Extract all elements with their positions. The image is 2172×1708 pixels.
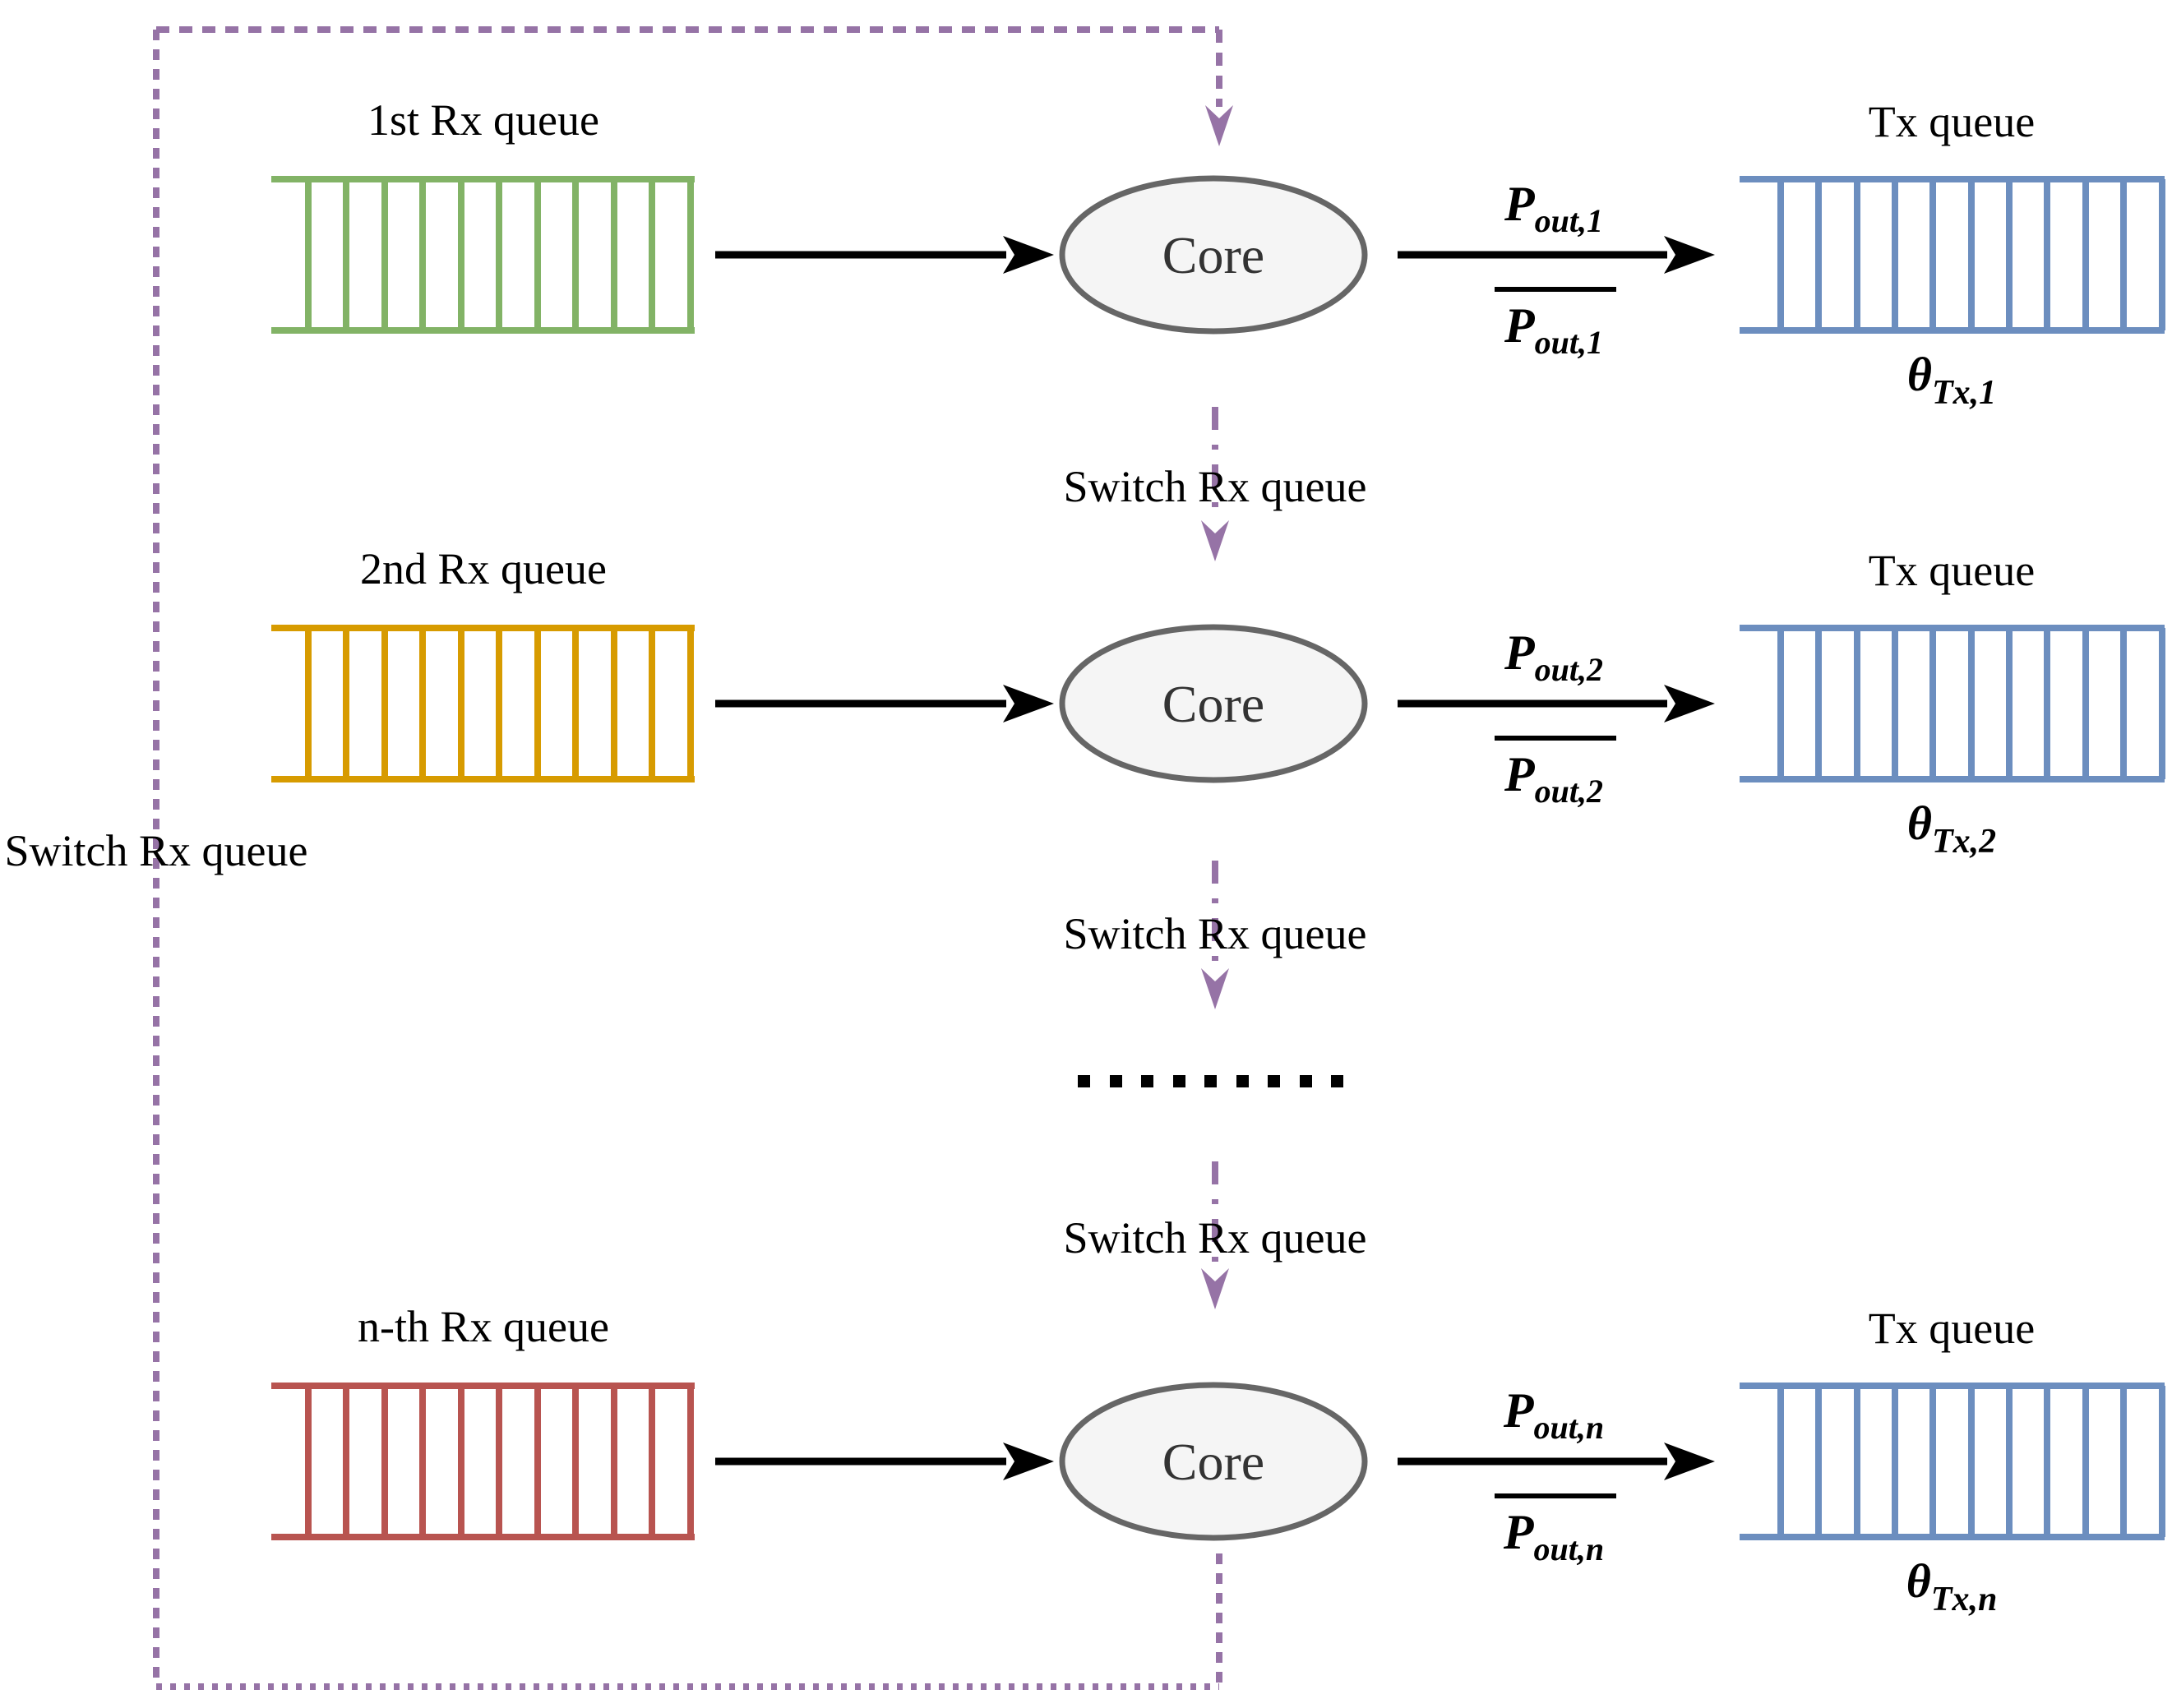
switch-rx-queue-label-2: Switch Rx queue [1064, 909, 1367, 958]
rx-queue-rails [271, 1383, 695, 1540]
p-out-bar-label: Pout,2 [1504, 747, 1603, 810]
tx-queue-rails [1740, 176, 2165, 334]
core-label: Core [1162, 1433, 1264, 1491]
tx-queue-slots [1777, 628, 2165, 779]
rx-queue-label: 1st Rx queue [367, 95, 599, 145]
tx-queue-slots [1777, 179, 2165, 330]
switch-rx-queue-label-3: Switch Rx queue [1064, 1213, 1367, 1263]
pipeline-row-n: n-th Rx queue Core Pout,n Pout,n Tx queu… [271, 1302, 2165, 1618]
rx-queue-slots [305, 179, 694, 330]
inter-core-arrow-1: Switch Rx queue [1064, 407, 1367, 561]
tx-queue-label: Tx queue [1869, 97, 2035, 146]
theta-tx-label: θTx,1 [1907, 348, 1996, 412]
tx-queue-2 [1740, 625, 2165, 782]
pipeline-row-2: 2nd Rx queue Core Pout,2 Pout,2 Tx queue… [271, 544, 2165, 861]
rx-queue-label: 2nd Rx queue [360, 544, 607, 593]
rx-queue-label: n-th Rx queue [358, 1302, 609, 1351]
p-out-label: Pout,n [1503, 1383, 1604, 1446]
inter-core-arrow-2: Switch Rx queue [1064, 861, 1367, 1009]
rx-queue-n [271, 1383, 695, 1540]
tx-queue-label: Tx queue [1869, 1304, 2035, 1353]
core-label: Core [1162, 226, 1264, 284]
rx-queue-slots [305, 628, 694, 779]
inter-core-arrow-3: Switch Rx queue [1064, 1161, 1367, 1309]
ellipsis-dots [1078, 1075, 1343, 1087]
rx-queue-2 [271, 625, 695, 782]
theta-tx-label: θTx,2 [1907, 796, 1996, 861]
rx-queue-1 [271, 176, 695, 334]
tx-queue-label: Tx queue [1869, 546, 2035, 595]
p-out-label: Pout,1 [1504, 177, 1603, 239]
switch-rx-queue-left-label: Switch Rx queue [5, 826, 308, 875]
theta-tx-label: θTx,n [1906, 1554, 1998, 1618]
rx-queue-rails [271, 176, 695, 334]
core-ellipse [1059, 624, 1368, 783]
switch-rx-queue-label-1: Switch Rx queue [1064, 462, 1367, 511]
core-ellipse [1059, 175, 1368, 335]
rx-queue-rails [271, 625, 695, 782]
tx-queue-1 [1740, 176, 2165, 334]
core-label: Core [1162, 675, 1264, 733]
rx-queue-slots [305, 1386, 694, 1537]
p-out-label: Pout,2 [1504, 625, 1603, 688]
tx-queue-rails [1740, 1383, 2165, 1540]
tx-queue-n [1740, 1383, 2165, 1540]
p-out-bar-label: Pout,1 [1504, 298, 1603, 361]
tx-queue-rails [1740, 625, 2165, 782]
tx-queue-slots [1777, 1386, 2165, 1537]
p-out-bar-label: Pout,n [1503, 1505, 1604, 1567]
core-ellipse [1059, 1382, 1368, 1541]
switch-loop [153, 26, 1233, 1690]
pipeline-row-1: 1st Rx queue Core Pout,1 Pout,1 Tx queue… [271, 95, 2165, 412]
